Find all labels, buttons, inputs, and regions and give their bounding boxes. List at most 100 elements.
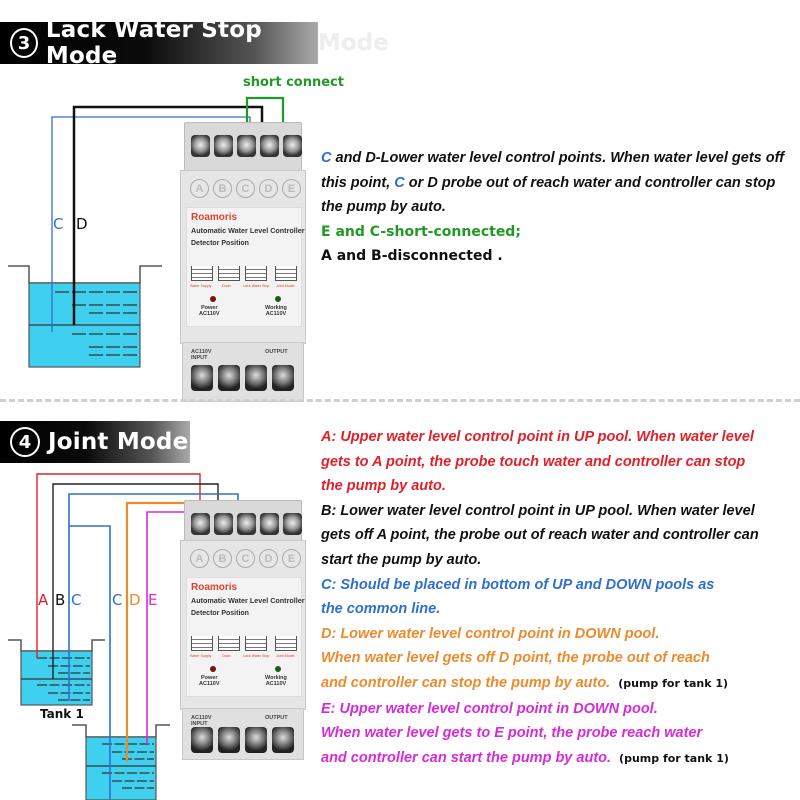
desc-e-line: and controller can start the pump by aut… (321, 749, 729, 766)
section3-banner: 3 Lack Water Stop Mode (0, 17, 318, 69)
desc-d-line: When water level gets off D point, the p… (321, 650, 710, 667)
desc-b-line: start the pump by auto. (321, 551, 482, 568)
output-terminal[interactable] (218, 727, 240, 753)
terminal-block-bottom: AC110V INPUT OUTPUT (182, 342, 304, 402)
desc-line-short-connected: E and C-short-connected; (321, 223, 521, 240)
desc-c-line: C: Should be placed in bottom of UP and … (321, 576, 715, 593)
mode-label: Lack Water Stop (243, 654, 270, 658)
desc-e-line: When water level gets to E point, the pr… (321, 725, 703, 742)
output-terminal[interactable] (191, 365, 213, 391)
terminal-c[interactable] (237, 513, 256, 535)
terminal-label-d: D (259, 179, 278, 198)
wire-d (72, 105, 264, 325)
desc-a-line: the pump by auto. (321, 478, 446, 495)
section-divider (0, 399, 800, 402)
desc-a-line: gets to A point, the probe touch water a… (321, 453, 746, 470)
terminal-e[interactable] (283, 513, 302, 535)
mode-label: Drain (222, 654, 231, 658)
desc-b-line: gets off A point, the probe out of reach… (321, 527, 759, 544)
desc-b-line: B: Lower water level control point in UP… (321, 502, 755, 519)
mode-label: Joint Model (276, 284, 295, 288)
terminal-d[interactable] (260, 135, 279, 157)
terminal-b[interactable] (214, 513, 233, 535)
model-name: Automatic Water Level Controller (191, 596, 305, 605)
desc-line-disconnected: A and B-disconnected . (321, 248, 503, 265)
detector-label: Detector Position (191, 240, 249, 247)
controller-face: A B C D E Roamoris Automatic Water Level… (180, 170, 306, 344)
desc-line: the pump by auto. (321, 199, 446, 216)
section3-ghost-text: Mode (318, 30, 389, 56)
desc-e-line: E: Upper water level control point in DO… (321, 700, 658, 717)
terminal-b[interactable] (214, 135, 233, 157)
short-connect-label: short connect (243, 75, 344, 90)
probe-label-c: C (71, 591, 82, 609)
probe-label-d: D (129, 591, 141, 609)
terminal-block-top (184, 500, 302, 544)
probe-label-e: E (148, 591, 158, 609)
wire-c-tank2 (69, 525, 111, 800)
tank2-water (85, 736, 157, 800)
mode-label: Water Supply (190, 654, 212, 658)
output-terminal[interactable] (191, 727, 213, 753)
section3-title: Lack Water Stop Mode (45, 17, 262, 69)
output-terminal[interactable] (245, 727, 267, 753)
working-led (275, 296, 281, 302)
output-terminal[interactable] (245, 365, 267, 391)
terminal-label-a: A (190, 549, 209, 568)
model-name: Automatic Water Level Controller (191, 226, 305, 235)
terminal-block-bottom: AC110V INPUT OUTPUT (182, 708, 304, 760)
desc-a-line: A: Upper water level control point in UP… (321, 429, 754, 445)
terminal-label-d: D (259, 549, 278, 568)
output-terminal[interactable] (272, 365, 294, 391)
tank1-label: Tank 1 (40, 707, 84, 721)
terminal-label-c: C (236, 179, 255, 198)
input-label: AC110V INPUT (191, 715, 212, 727)
mode-label: Lack Water Stop (243, 284, 270, 288)
mode-diagram-joint (275, 266, 297, 281)
section4-diagram (8, 473, 276, 800)
section4-description: A: Upper water level control point in UP… (321, 425, 759, 771)
terminal-a[interactable] (191, 135, 210, 157)
probe-label-b: B (55, 591, 66, 609)
mode-diagram-drain (218, 636, 240, 651)
output-label: OUTPUT (265, 715, 288, 721)
mode-diagram-drain (218, 266, 240, 281)
probe-label-d: D (76, 215, 88, 233)
input-label: AC110V INPUT (191, 349, 212, 361)
terminal-label-e: E (282, 549, 301, 568)
mode-label: Joint Model (276, 654, 295, 658)
output-label: OUTPUT (265, 349, 288, 355)
probe-label-c2: C (112, 591, 123, 609)
mode-label: Drain (222, 284, 231, 288)
pump-note: (pump for tank 1) (619, 751, 729, 765)
section4-number: 4 (10, 427, 40, 457)
short-connect-wire (245, 96, 285, 135)
desc-line: this point, C or D probe out of reach wa… (321, 174, 776, 191)
terminal-label-b: B (213, 179, 232, 198)
output-terminal[interactable] (272, 727, 294, 753)
controller-panel: Roamoris Automatic Water Level Controlle… (186, 577, 305, 697)
power-led (210, 666, 216, 672)
section4-title: Joint Mode (48, 429, 189, 455)
terminal-e[interactable] (283, 135, 302, 157)
tank2-rim (72, 724, 170, 738)
terminal-d[interactable] (260, 513, 279, 535)
desc-d-line: D: Lower water level control point in DO… (321, 625, 660, 642)
terminal-label-b: B (213, 549, 232, 568)
controller-panel: Roamoris Automatic Water Level Controlle… (186, 207, 305, 327)
terminal-a[interactable] (191, 513, 210, 535)
terminal-label-a: A (190, 179, 209, 198)
terminal-c[interactable] (237, 135, 256, 157)
probe-label-a: A (38, 591, 49, 609)
mode-diagram-lack-water-stop (245, 636, 267, 651)
mode-diagram-joint (275, 636, 297, 651)
output-terminal[interactable] (218, 365, 240, 391)
terminal-block-top (184, 122, 302, 174)
controller-section3: A B C D E Roamoris Automatic Water Level… (180, 122, 306, 402)
mode-diagram-water-supply (191, 266, 213, 281)
tank-rim (8, 265, 162, 284)
